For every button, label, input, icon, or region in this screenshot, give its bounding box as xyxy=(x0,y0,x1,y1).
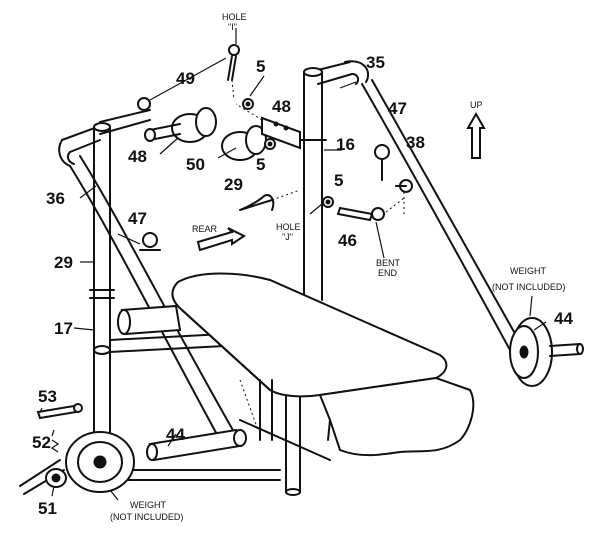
label-16: 16 xyxy=(336,135,355,154)
note-hole-i-1: HOLE xyxy=(222,12,247,22)
note-weight-right-1: WEIGHT xyxy=(510,266,546,276)
rear-upright xyxy=(299,67,327,301)
label-48-right: 48 xyxy=(272,97,291,116)
spring-52 xyxy=(50,439,60,453)
label-5-right: 5 xyxy=(334,171,343,190)
label-53: 53 xyxy=(38,387,57,406)
label-17: 17 xyxy=(54,319,73,338)
label-52: 52 xyxy=(32,433,51,452)
washers-5 xyxy=(242,98,334,208)
label-47-left: 47 xyxy=(128,209,147,228)
note-weight-left-2: (NOT INCLUDED) xyxy=(110,512,183,522)
note-weight-left-1: WEIGHT xyxy=(130,500,166,510)
front-upright xyxy=(89,122,115,461)
note-up: UP xyxy=(470,100,483,110)
label-50: 50 xyxy=(186,155,205,174)
bracket-48 xyxy=(235,103,301,150)
label-44-lower: 44 xyxy=(166,425,185,444)
note-weight-right-2: (NOT INCLUDED) xyxy=(492,282,565,292)
label-29-left: 29 xyxy=(54,253,73,272)
notes: HOLE "I" HOLE "J" REAR UP BENT END WEIGH… xyxy=(110,12,565,522)
label-47-top: 47 xyxy=(388,99,407,118)
clip-29 xyxy=(239,189,301,211)
label-51: 51 xyxy=(38,499,57,518)
label-46: 46 xyxy=(338,231,357,250)
pin-49 xyxy=(137,44,240,111)
label-38: 38 xyxy=(406,133,425,152)
note-hole-j-2: "J" xyxy=(282,232,293,242)
arm-35 xyxy=(361,79,523,351)
label-35: 35 xyxy=(366,53,385,72)
roller-pad xyxy=(117,304,182,336)
rear-arrow xyxy=(196,227,246,252)
note-bent-1: BENT xyxy=(376,258,401,268)
weight-plate-left xyxy=(19,431,135,495)
lower-rear-upright xyxy=(285,379,301,496)
leader-lines xyxy=(39,28,547,501)
up-arrow xyxy=(466,111,486,159)
label-5-top: 5 xyxy=(256,57,265,76)
knob-47-top xyxy=(374,144,390,181)
knob-47-left xyxy=(139,232,161,251)
roller-assembly xyxy=(144,107,267,161)
bar-44-lower xyxy=(146,428,247,462)
bench-pad xyxy=(171,272,475,457)
bolt-46 xyxy=(336,197,405,222)
bolt-38 xyxy=(395,179,413,214)
label-5-mid: 5 xyxy=(256,155,265,174)
label-48-left: 48 xyxy=(128,147,147,166)
note-bent-2: END xyxy=(378,268,398,278)
label-29-top: 29 xyxy=(224,175,243,194)
label-44-right: 44 xyxy=(554,309,573,328)
weight-plate-right xyxy=(509,317,584,387)
note-hole-j-1: HOLE xyxy=(276,222,301,232)
part-labels: 49 5 35 48 47 38 48 50 5 16 29 5 36 47 4… xyxy=(32,53,573,518)
cap-51 xyxy=(45,468,67,488)
pin-53 xyxy=(36,403,83,420)
label-49: 49 xyxy=(176,69,195,88)
label-36: 36 xyxy=(46,189,65,208)
note-hole-i-2: "I" xyxy=(228,22,237,32)
bench-support xyxy=(239,379,273,441)
note-rear: REAR xyxy=(192,224,218,234)
